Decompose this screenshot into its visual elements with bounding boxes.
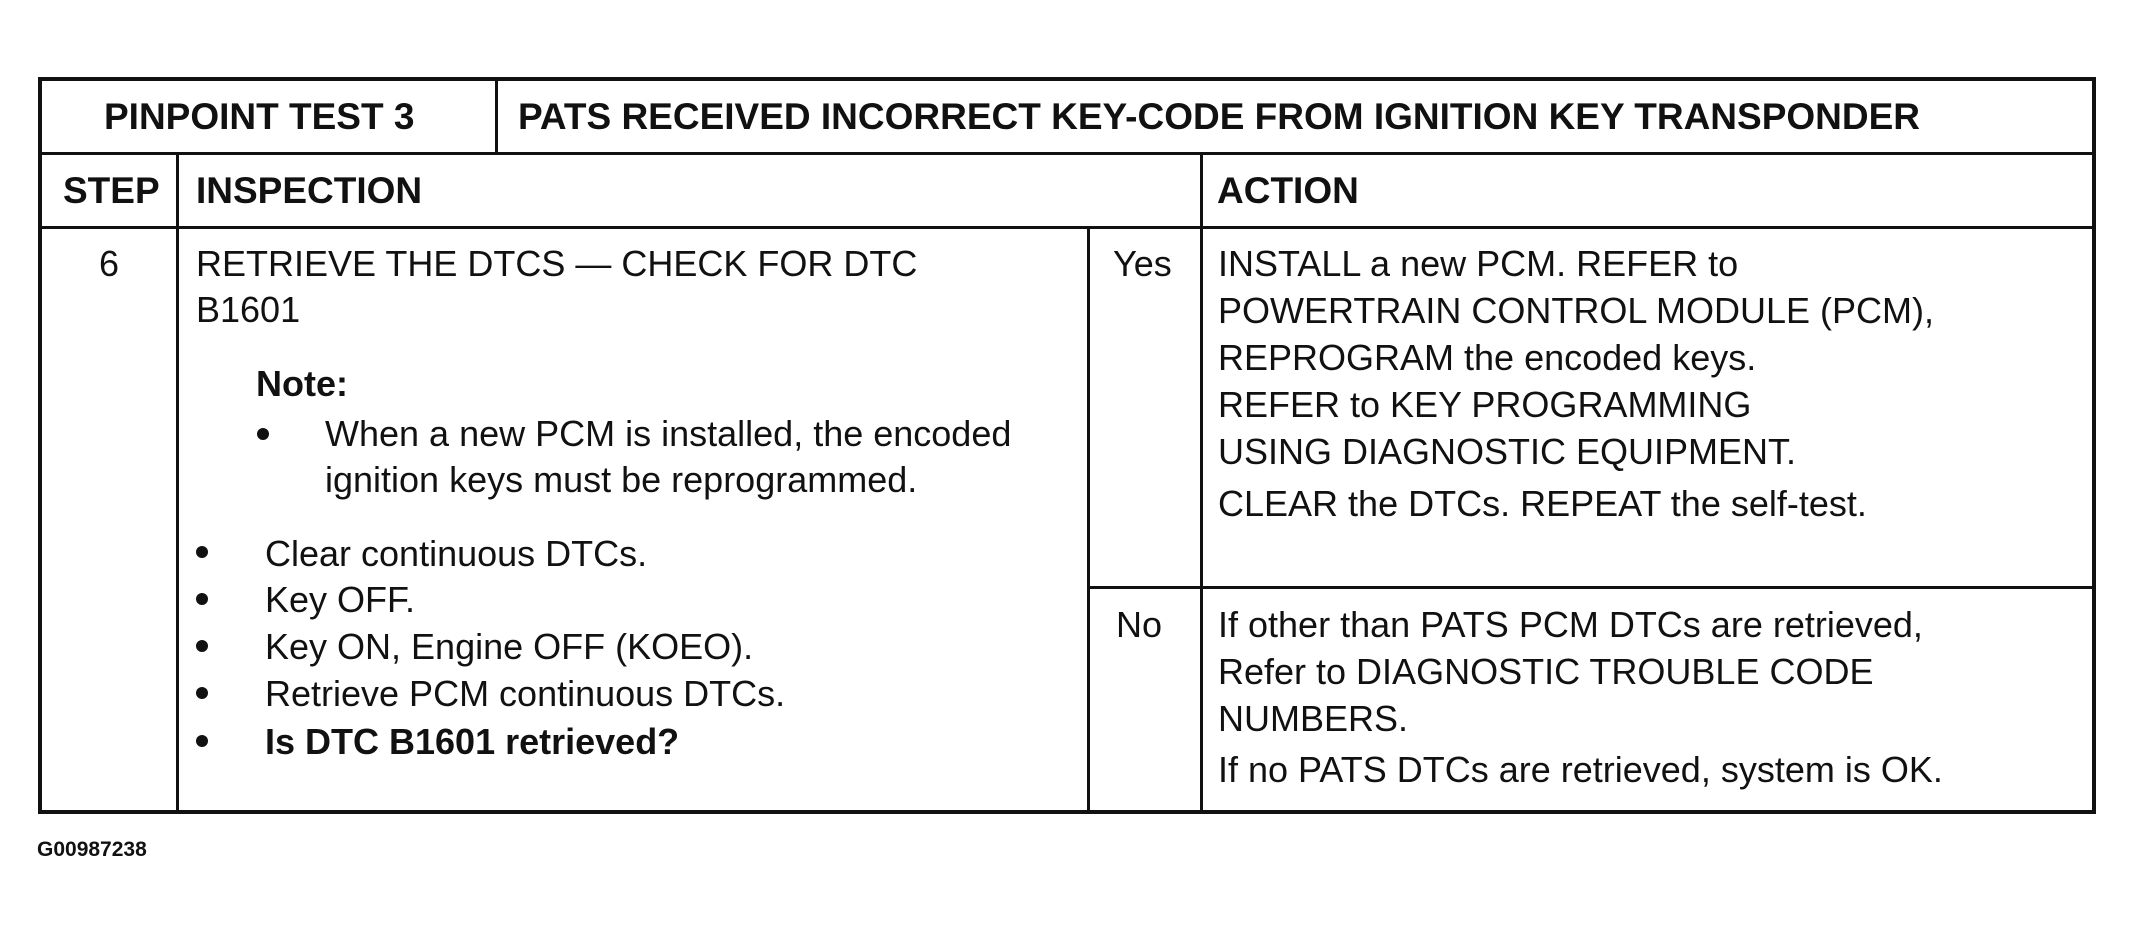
step-column-divider [176,152,179,814]
yes-action-line: CLEAR the DTCs. REPEAT the self-test. [1218,483,1867,524]
test-label: PINPOINT TEST 3 [104,96,415,137]
note-label: Note: [256,363,348,404]
header-divider [38,152,2096,155]
inspection-step: Key ON, Engine OFF (KOEO). [265,626,754,667]
header-column-divider [495,77,498,154]
step-bullet [196,640,208,652]
step-number: 6 [99,243,120,284]
action-column-divider [1200,152,1203,814]
pinpoint-test-table [38,77,2096,814]
step-bullet [196,735,208,747]
yes-no-divider [1087,586,2096,589]
yes-action-line: REFER to KEY PROGRAMMING [1218,384,1752,425]
yes-action-line: USING DIAGNOSTIC EQUIPMENT. [1218,431,1797,472]
test-title: PATS RECEIVED INCORRECT KEY-CODE FROM IG… [518,96,1921,137]
column-header-step: STEP [63,170,160,211]
inspection-question: Is DTC B1601 retrieved? [265,721,680,762]
no-action-line: If other than PATS PCM DTCs are retrieve… [1218,604,1923,645]
yes-action-line: INSTALL a new PCM. REFER to [1218,243,1739,284]
no-action-line: If no PATS DTCs are retrieved, system is… [1218,749,1943,790]
column-header-inspection: INSPECTION [196,170,423,211]
step-bullet [196,687,208,699]
yes-label: Yes [1113,243,1172,284]
inspection-step: Retrieve PCM continuous DTCs. [265,673,786,714]
column-header-divider [38,226,2096,229]
inspection-title-line1: RETRIEVE THE DTCS — CHECK FOR DTC [196,243,918,284]
note-line1: When a new PCM is installed, the encoded [325,413,1012,454]
inspection-step: Key OFF. [265,579,416,620]
yes-action-line: REPROGRAM the encoded keys. [1218,337,1757,378]
figure-id: G00987238 [37,838,147,861]
note-bullet [257,428,269,440]
step-bullet [196,546,208,558]
inspection-step: Clear continuous DTCs. [265,533,648,574]
no-label: No [1116,604,1163,645]
no-action-line: Refer to DIAGNOSTIC TROUBLE CODE [1218,651,1874,692]
result-column-divider [1087,226,1090,814]
no-action-line: NUMBERS. [1218,698,1409,739]
column-header-action: ACTION [1217,170,1359,211]
inspection-title-line2: B1601 [196,289,301,330]
note-line2: ignition keys must be reprogrammed. [325,459,918,500]
yes-action-line: POWERTRAIN CONTROL MODULE (PCM), [1218,290,1935,331]
step-bullet [196,593,208,605]
